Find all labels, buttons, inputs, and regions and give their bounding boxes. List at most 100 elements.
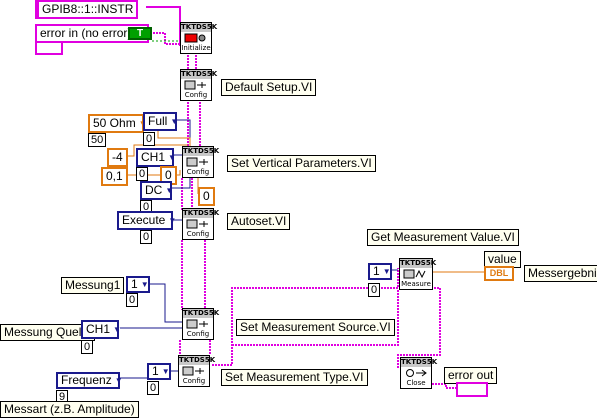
zero-constant-b[interactable]: 0	[198, 187, 215, 206]
chevron-down-icon: ▼	[113, 325, 121, 334]
coupling-ring[interactable]: DC ▼	[140, 181, 174, 200]
bandwidth-value: Full	[148, 114, 168, 128]
impedance-value: 50 Ohm	[93, 116, 136, 130]
error-in-label: error in (no error)	[40, 26, 132, 40]
chevron-down-icon: ▼	[161, 367, 170, 376]
meas-source-name: Config	[186, 330, 210, 338]
messung1-value: 1	[131, 277, 138, 291]
default-setup-label: Default Setup.VI	[221, 79, 317, 96]
error-in-indicator	[35, 43, 63, 55]
chevron-down-icon: ▼	[114, 376, 123, 385]
error-out-indicator	[456, 382, 488, 397]
channel-ring[interactable]: CH1 ▼	[136, 148, 176, 167]
autoset-ring[interactable]: Execute ▼	[117, 211, 177, 230]
default-setup-name: Config	[184, 91, 208, 99]
scale-constant[interactable]: 0,1	[101, 167, 128, 186]
meas-type-label: Set Measurement Type.VI	[221, 369, 368, 386]
chevron-down-icon: ▼	[140, 280, 149, 289]
channel-value: CH1	[141, 150, 166, 164]
quelle-ring[interactable]: CH1 ▼	[81, 320, 121, 339]
chevron-down-icon: ▼	[165, 186, 174, 195]
messung-quelle-label: Messung Quelle	[0, 324, 95, 341]
config-icon	[186, 319, 208, 329]
chain-wire-1	[187, 55, 197, 70]
bandwidth-index: 0	[143, 132, 156, 146]
value-type: DBL	[489, 268, 509, 278]
autoset-header: TKTDS5K	[183, 209, 220, 218]
meas-source-label: Set Measurement Source.VI	[236, 319, 395, 336]
error-wire	[150, 32, 180, 45]
meas-type-num-index: 0	[147, 381, 160, 395]
chevron-down-icon: ▼	[139, 116, 147, 131]
messart-ring[interactable]: Frequenz ▼	[56, 372, 123, 389]
impedance-index: 50	[88, 133, 107, 147]
initialize-vi[interactable]: TKTDS5K Initialize	[180, 22, 218, 54]
bool-text: T	[136, 28, 144, 39]
meas-source-header: TKTDS5K	[183, 309, 220, 318]
coupling-wire	[172, 178, 191, 189]
close-header: TKTDS5K	[401, 358, 438, 367]
loop-wire-left	[232, 290, 399, 346]
value-indicator: DBL	[484, 266, 514, 281]
autoset-index: 0	[140, 230, 153, 244]
instrument-icon	[184, 33, 206, 43]
chain-wire-3	[181, 178, 193, 210]
chain-wire-4	[181, 240, 206, 310]
meas-type-header: TKTDS5K	[179, 356, 216, 365]
config-icon	[184, 80, 206, 90]
loop-wire-top	[212, 268, 399, 366]
measure-vi[interactable]: TKTDS5K Measure	[399, 258, 437, 290]
chevron-down-icon: ▼	[168, 153, 176, 162]
measure-num-index: 0	[368, 283, 381, 297]
vertical-label: Set Vertical Parameters.VI	[227, 155, 376, 172]
config-icon	[186, 157, 208, 167]
error-out-label: error out	[444, 367, 498, 384]
impedance-ring[interactable]: 50 Ohm ▼	[88, 114, 147, 133]
resource-value: GPIB8::1::INSTR	[42, 2, 134, 16]
measure-icon	[403, 269, 426, 279]
autoset-value: Execute	[122, 213, 166, 227]
messung1-ring[interactable]: 1 ▼	[126, 276, 150, 293]
messung1-label: Messung1	[61, 277, 125, 294]
close-vi[interactable]: TKTDS5K Close	[400, 357, 438, 389]
meas-type-vi[interactable]: TKTDS5K Config	[178, 355, 216, 387]
meas-type-num-ring[interactable]: 1 ▼	[147, 363, 171, 380]
measure-num-ring[interactable]: 1 ▼	[368, 263, 392, 280]
chain-wire-5	[179, 340, 211, 355]
bool-constant[interactable]: T	[128, 27, 152, 40]
chevron-down-icon: ▼	[382, 267, 391, 276]
resource-control[interactable]: GPIB8::1::INSTR	[35, 0, 139, 19]
measure-num-value: 1	[373, 264, 380, 278]
bandwidth-ring[interactable]: Full ▼	[143, 112, 179, 131]
quelle-value: CH1	[86, 322, 111, 336]
coupling-value: DC	[145, 183, 163, 197]
default-setup-header: TKTDS5K	[181, 70, 218, 79]
initialize-header: TKTDS5K	[181, 23, 218, 32]
channel-index: 0	[136, 167, 149, 181]
chevron-down-icon: ▼	[170, 117, 179, 126]
autoset-label: Autoset.VI	[227, 213, 291, 230]
measure-header: TKTDS5K	[400, 259, 437, 268]
default-setup-vi[interactable]: TKTDS5K Config	[180, 69, 218, 101]
messergebnis-label: Messergebnis	[524, 265, 597, 282]
messart-value: Frequenz	[61, 373, 112, 387]
value-label: value	[484, 251, 521, 268]
measure-name: Measure	[401, 280, 431, 288]
chevron-down-icon: ▼	[168, 216, 177, 225]
get-measurement-label: Get Measurement Value.VI	[367, 229, 519, 246]
offset-constant[interactable]: -4	[107, 148, 128, 167]
close-icon	[406, 369, 427, 377]
messung1-index: 0	[126, 293, 139, 307]
close-name: Close	[406, 379, 426, 387]
meas-type-name: Config	[182, 377, 206, 385]
quelle-index: 0	[81, 340, 94, 354]
meas-source-vi[interactable]: TKTDS5K Config	[182, 308, 220, 340]
vertical-name: Config	[186, 168, 210, 176]
vertical-vi[interactable]: TKTDS5K Config	[182, 146, 219, 178]
loop-wire-right	[397, 287, 441, 368]
config-icon	[186, 219, 208, 229]
autoset-vi[interactable]: TKTDS5K Config	[182, 208, 220, 240]
config-icon	[182, 366, 204, 376]
initialize-name: Initialize	[181, 44, 211, 52]
